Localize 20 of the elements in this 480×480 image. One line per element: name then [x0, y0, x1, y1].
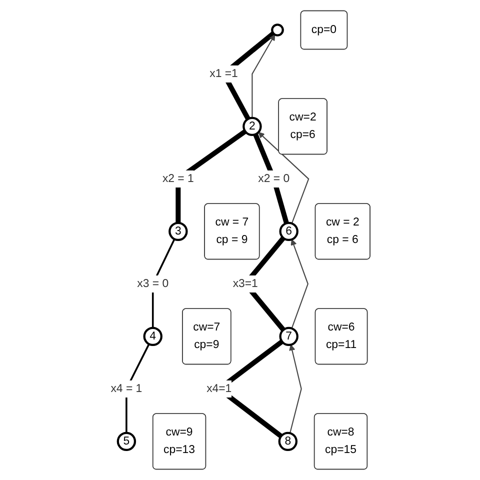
- node-circle: 2: [242, 116, 262, 136]
- node-circle: [270, 24, 284, 36]
- node-circle: 5: [116, 432, 136, 452]
- edge-label: x1 =1: [209, 68, 238, 80]
- edge-label: x3 = 0: [136, 278, 168, 290]
- edge-label: x2 = 1: [162, 172, 194, 185]
- edge-label: x2 = 0: [258, 172, 290, 185]
- edge-label: x4 = 1: [110, 382, 142, 395]
- node-circle: 8: [278, 432, 298, 452]
- arrow: [288, 344, 302, 434]
- connector: [175, 129, 246, 223]
- edge-label: x3=1: [232, 278, 258, 290]
- edge-label: x4=1: [206, 382, 232, 395]
- node-circle: 4: [142, 326, 162, 346]
- arrow: [258, 132, 309, 224]
- node-circle: 7: [278, 326, 298, 346]
- node-circle: 6: [278, 222, 298, 242]
- arrow: [290, 239, 308, 329]
- arrow: [251, 34, 275, 118]
- node-circle: 3: [168, 222, 188, 242]
